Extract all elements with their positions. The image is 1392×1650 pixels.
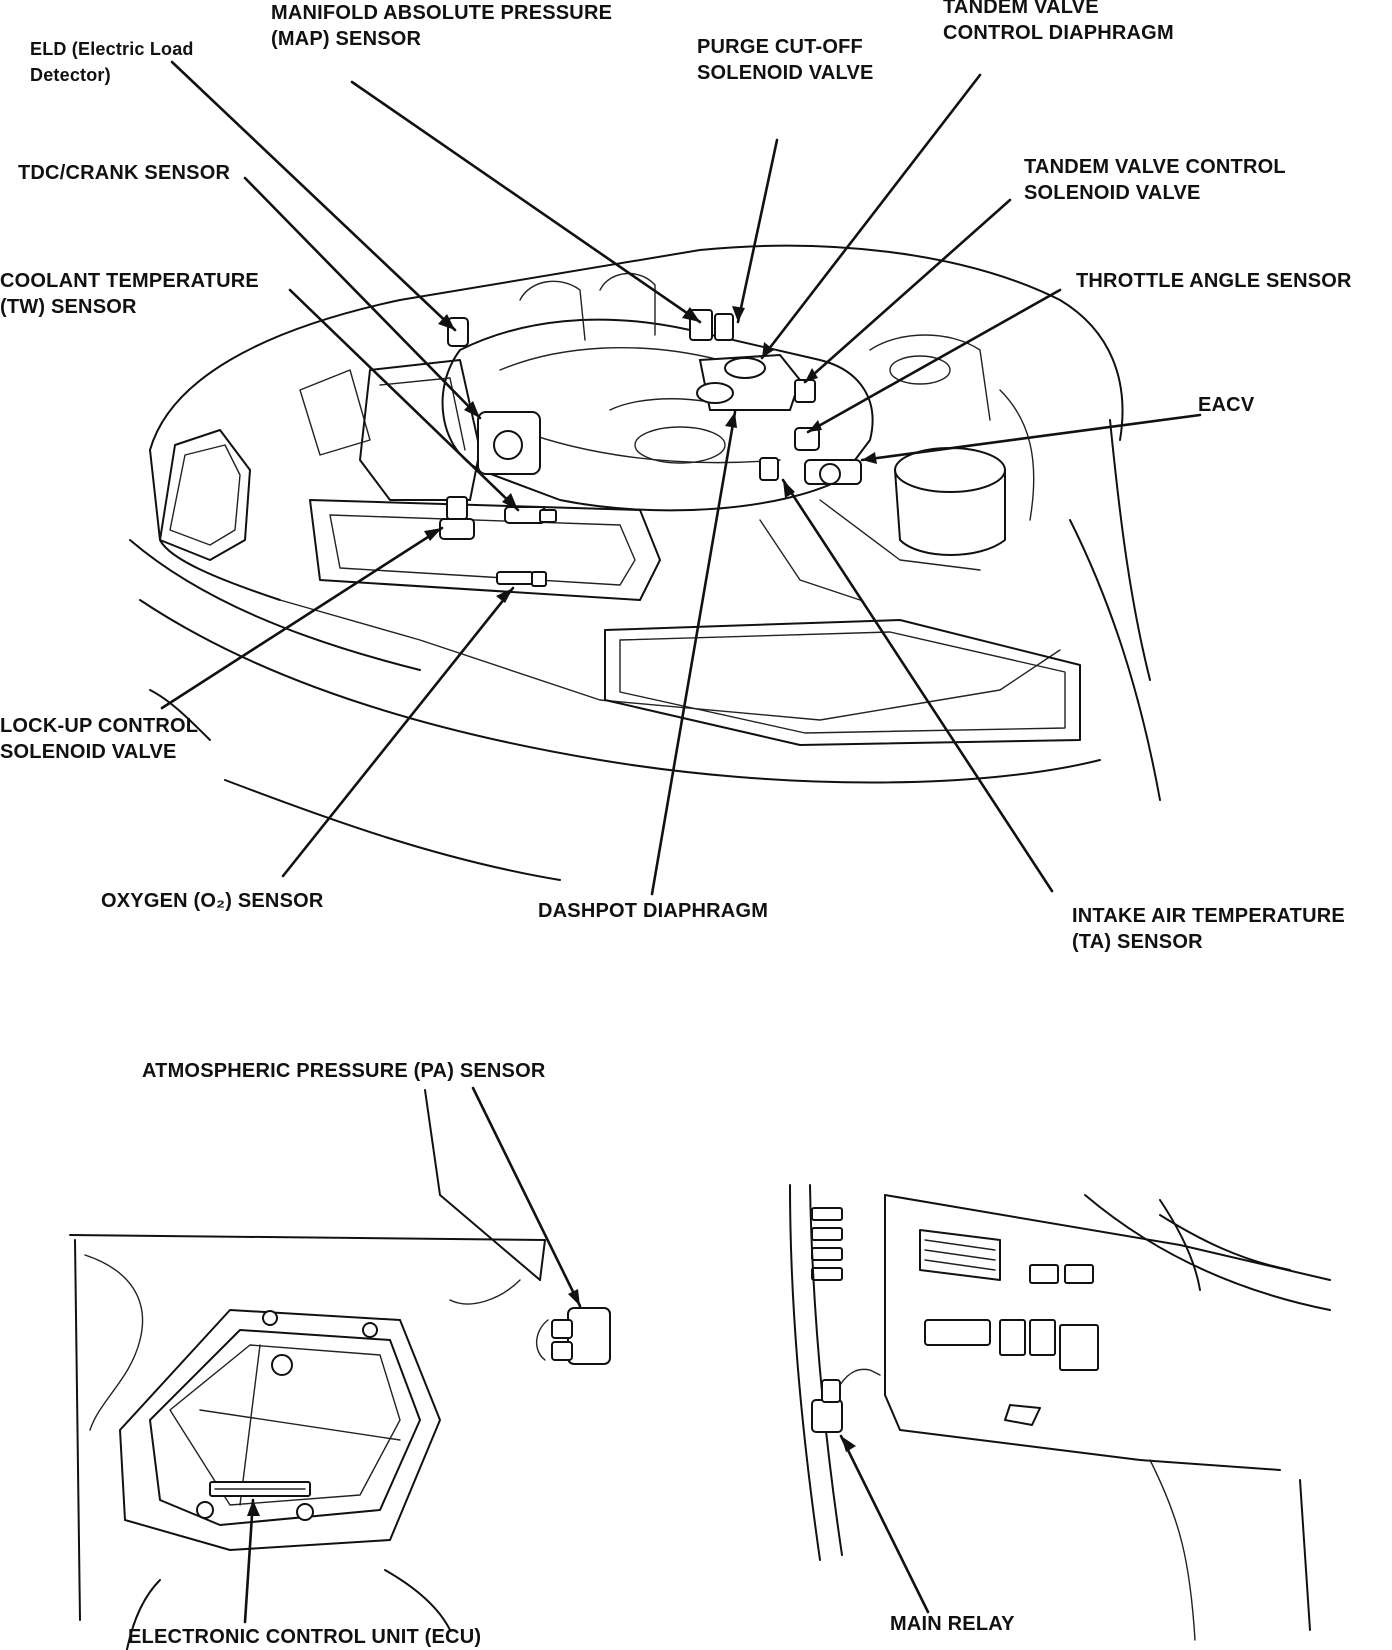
leader-main-relay bbox=[839, 1434, 930, 1614]
leader-intake-air bbox=[781, 478, 1054, 893]
dashboard-vents bbox=[811, 1207, 1094, 1284]
o2-sensor-part bbox=[496, 571, 547, 587]
headlight-left bbox=[159, 429, 251, 561]
leader-throttle-angle bbox=[806, 288, 1062, 434]
label-tandem-valve-control-diaphragm: TANDEM VALVE CONTROL DIAPHRAGM bbox=[943, 0, 1174, 44]
leader-ecu bbox=[243, 1498, 255, 1624]
label-electronic-control-unit: ELECTRONIC CONTROL UNIT (ECU) bbox=[128, 1626, 482, 1648]
leader-tdc bbox=[243, 176, 482, 420]
coolant-sensor-part bbox=[504, 506, 557, 524]
leader-lines bbox=[160, 60, 1202, 1624]
label-throttle-angle-sensor: THROTTLE ANGLE SENSOR bbox=[1076, 270, 1352, 292]
dashboard-outline bbox=[789, 1184, 1331, 1641]
radiator-support bbox=[299, 369, 661, 601]
leader-pa bbox=[471, 1086, 582, 1308]
main-relay-part bbox=[811, 1368, 881, 1433]
engine-block-left bbox=[359, 359, 481, 501]
leader-purge bbox=[736, 138, 779, 324]
leader-eld bbox=[170, 60, 457, 332]
dashboard-switches bbox=[924, 1319, 1099, 1426]
leader-coolant bbox=[288, 288, 520, 512]
throttle-angle-part bbox=[794, 427, 820, 451]
ecu-housing bbox=[119, 1309, 441, 1551]
right-side-components bbox=[759, 334, 1035, 601]
eld-part bbox=[447, 317, 469, 347]
label-coolant-temperature-sensor: COOLANT TEMPERATURE (TW) SENSOR bbox=[0, 270, 259, 318]
throttle-body bbox=[696, 353, 802, 411]
map-sensor-part bbox=[689, 309, 734, 341]
intake-air-temp-part bbox=[759, 457, 779, 481]
tandem-solenoid-part bbox=[794, 379, 816, 403]
leader-dashpot bbox=[650, 410, 737, 896]
label-oxygen-sensor: OXYGEN (O₂) SENSOR bbox=[101, 890, 324, 912]
label-purge-cutoff-solenoid-valve: PURGE CUT-OFF SOLENOID VALVE bbox=[697, 36, 874, 84]
label-intake-air-temperature-sensor: INTAKE AIR TEMPERATURE (TA) SENSOR bbox=[1072, 905, 1345, 953]
leader-tandem-diaphragm bbox=[760, 73, 982, 360]
label-map-sensor: MANIFOLD ABSOLUTE PRESSURE (MAP) SENSOR bbox=[271, 2, 613, 50]
label-eld: ELD (Electric Load Detector) bbox=[30, 39, 194, 85]
label-dashpot-diaphragm: DASHPOT DIAPHRAGM bbox=[538, 900, 769, 922]
lockup-valve-part bbox=[439, 496, 475, 540]
pa-sensor-part bbox=[536, 1307, 611, 1365]
eacv-part bbox=[804, 459, 862, 485]
label-tdc-crank-sensor: TDC/CRANK SENSOR bbox=[18, 162, 231, 184]
leader-o2 bbox=[281, 586, 515, 878]
label-main-relay: MAIN RELAY bbox=[890, 1613, 1015, 1635]
leader-map bbox=[350, 80, 702, 324]
arrowheads bbox=[247, 306, 877, 1516]
ecu-panel-outline bbox=[69, 1089, 546, 1650]
label-lockup-control-solenoid-valve: LOCK-UP CONTROL SOLENOID VALVE bbox=[0, 715, 199, 763]
leader-tandem-solenoid bbox=[803, 198, 1012, 384]
tdc-crank-part bbox=[477, 411, 541, 475]
headlight-right bbox=[604, 619, 1081, 746]
leader-lockup bbox=[160, 526, 444, 710]
label-eacv: EACV bbox=[1198, 394, 1255, 416]
car-body-outline bbox=[129, 244, 1161, 881]
leader-eacv bbox=[860, 413, 1202, 462]
label-atmospheric-pressure-sensor: ATMOSPHERIC PRESSURE (PA) SENSOR bbox=[142, 1060, 546, 1082]
label-tandem-valve-control-solenoid-valve: TANDEM VALVE CONTROL SOLENOID VALVE bbox=[1024, 156, 1286, 204]
